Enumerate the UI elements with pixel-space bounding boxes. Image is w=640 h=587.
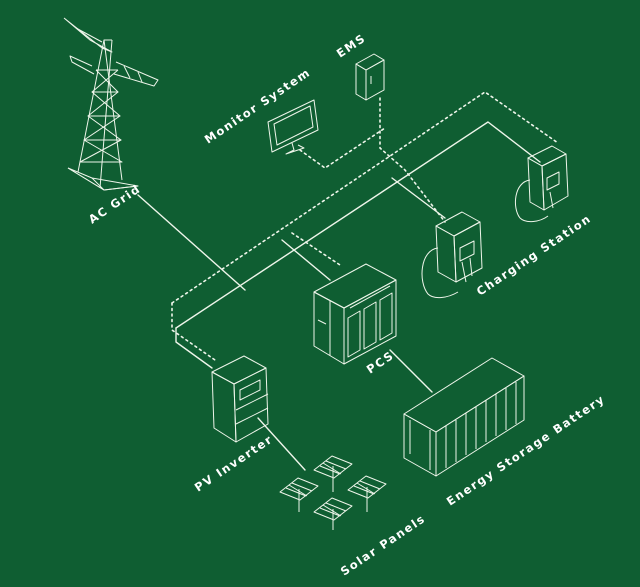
transmission-tower-icon <box>63 17 159 191</box>
label-solar-panels: Solar Panels <box>338 511 428 578</box>
power-link-bus <box>175 121 541 329</box>
comm-link-inverter <box>171 302 216 361</box>
label-energy-storage-battery: Energy Storage Battery <box>444 392 608 509</box>
label-charging-station: Charging Station <box>474 211 594 298</box>
solar-panel-3 <box>347 475 387 512</box>
power-link-pcs <box>281 239 331 281</box>
comm-link-pcs <box>291 232 341 266</box>
power-link-charger <box>391 177 446 219</box>
energy-storage-battery-icon <box>403 357 525 477</box>
power-link-inverter <box>175 327 213 369</box>
label-monitor-system: Monitor System <box>202 65 313 146</box>
pcs-cabinet-icon <box>313 263 397 365</box>
power-link-grid <box>137 194 246 291</box>
label-ac-grid: AC Grid <box>86 181 143 226</box>
monitor-icon <box>267 99 319 155</box>
communication-links <box>171 91 559 361</box>
comm-link-monitor <box>299 127 386 169</box>
battery-ribs <box>445 382 517 468</box>
ems-cabinet-icon <box>355 53 385 101</box>
solar-panel-2 <box>279 477 319 512</box>
charging-station-icon-back <box>514 145 569 223</box>
power-links <box>137 121 541 471</box>
power-link-battery <box>389 349 433 393</box>
label-ems: EMS <box>334 31 369 61</box>
comm-link-ems <box>379 97 446 223</box>
comm-link-main-loop <box>171 91 559 304</box>
pv-inverter-icon <box>211 355 269 443</box>
solar-panels-icon <box>279 455 387 530</box>
solar-panel-4 <box>313 497 353 530</box>
solar-panel-1 <box>313 455 353 492</box>
label-pv-inverter: PV Inverter <box>192 432 276 495</box>
charging-station-icon-front <box>421 211 483 299</box>
power-link-solar <box>257 417 306 471</box>
